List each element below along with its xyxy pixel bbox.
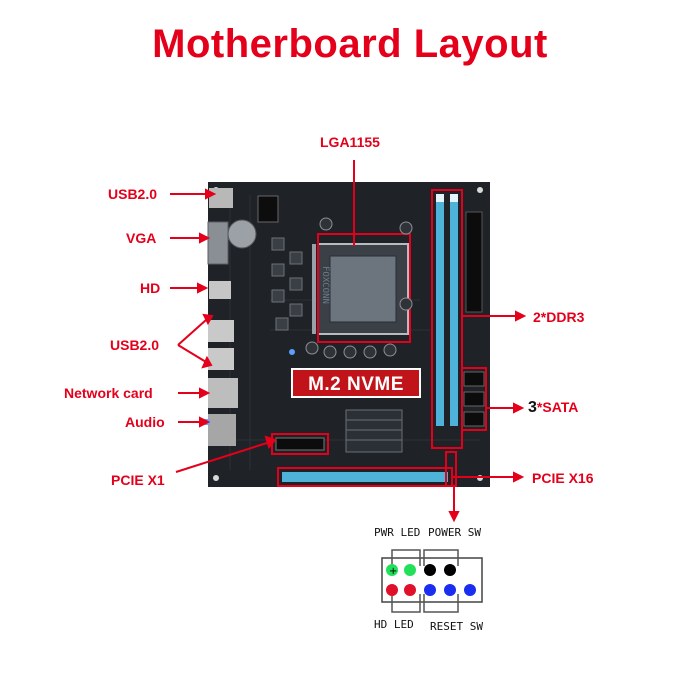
mount-hole <box>213 475 219 481</box>
sata-text: *SATA <box>536 399 579 415</box>
pin-red-1 <box>386 584 398 596</box>
audio-port <box>208 414 236 446</box>
ddr3-slot-2 <box>450 194 458 426</box>
pin-blue-3 <box>464 584 476 596</box>
ddr3-slot-1-clip <box>436 194 444 202</box>
pcie-x16-label: PCIE X16 <box>532 470 594 486</box>
hd-port <box>209 281 231 299</box>
network-card-label: Network card <box>64 385 153 401</box>
mount-hole <box>477 187 483 193</box>
usb-top-port <box>209 188 233 208</box>
pin-blue-1 <box>424 584 436 596</box>
front-panel-header-box <box>445 451 457 487</box>
cpu-power-header <box>257 195 279 223</box>
mount-hole <box>289 349 295 355</box>
atx-power-connector <box>465 211 483 313</box>
sata-label: 3*SATA <box>528 399 578 417</box>
pin-black-2 <box>444 564 456 576</box>
pwr-led-bracket <box>391 549 421 566</box>
sata-highlight-box <box>461 367 487 431</box>
m2-nvme-label: M.2 NVME <box>291 368 421 398</box>
cpu-socket-lever <box>312 244 316 334</box>
vrm-chokes <box>271 237 303 331</box>
lga1155-label: LGA1155 <box>320 134 380 150</box>
power-sw-label: POWER SW <box>428 526 481 539</box>
vga-port <box>207 221 229 265</box>
audio-label: Audio <box>125 414 165 430</box>
pin-green-2 <box>404 564 416 576</box>
pwr-led-label: PWR LED <box>374 526 421 539</box>
network-port <box>208 378 238 408</box>
page-title: Motherboard Layout <box>152 22 548 66</box>
heatsink-fins <box>346 419 402 441</box>
ddr3-slot-2-clip <box>450 194 458 202</box>
sata-count: 3 <box>528 399 537 416</box>
coin-battery <box>227 219 257 249</box>
power-sw-bracket <box>423 549 459 566</box>
reset-sw-bracket <box>423 594 459 613</box>
ddr3-slot-1 <box>436 194 444 426</box>
lga-highlight-box <box>317 233 411 343</box>
socket-brand-text: FOXCONN <box>320 266 330 304</box>
hd-led-bracket <box>391 594 421 613</box>
svg-text:+: + <box>389 566 397 577</box>
capacitors <box>305 217 413 359</box>
pcie-x1-label: PCIE X1 <box>111 472 165 488</box>
pin-header-outline <box>381 557 483 603</box>
pcie-x1-slot <box>275 437 325 451</box>
usb-mid-port-b <box>208 348 234 370</box>
pin-blue-2 <box>444 584 456 596</box>
reset-sw-label: RESET SW <box>430 620 483 633</box>
leader-lines <box>170 160 527 523</box>
pin-black-1 <box>424 564 436 576</box>
ddr3-highlight-box <box>431 189 463 449</box>
chipset-heatsink <box>345 409 403 453</box>
pin-red-2 <box>404 584 416 596</box>
cpu-socket-inner <box>329 255 397 323</box>
usb-mid-port-a <box>208 320 234 342</box>
hd-led-label: HD LED <box>374 618 414 631</box>
ddr3-label: 2*DDR3 <box>533 309 585 325</box>
pcie-x16-slot <box>282 472 448 482</box>
sata-ports <box>463 371 485 427</box>
hd-label: HD <box>140 280 161 296</box>
vga-label: VGA <box>126 230 157 246</box>
pin-green-1 <box>386 564 398 576</box>
usb-top-label: USB2.0 <box>108 186 158 202</box>
usb-mid-label: USB2.0 <box>110 337 160 353</box>
front-panel-diagram: + <box>381 549 483 613</box>
